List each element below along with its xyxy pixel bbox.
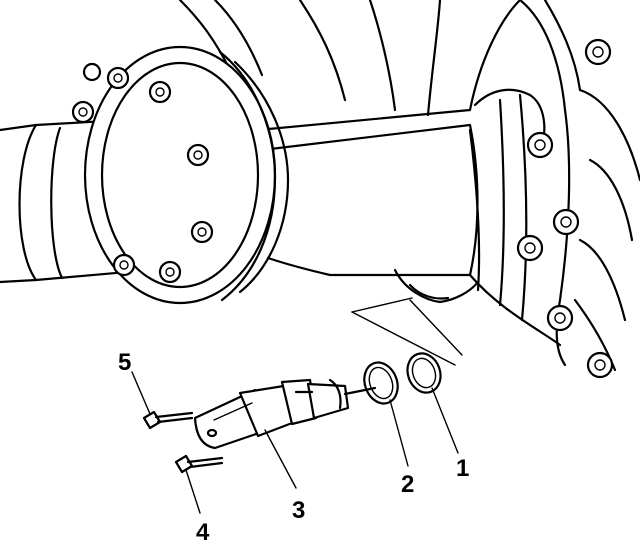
flange-bolt-heads (71, 62, 214, 284)
axle-housing (178, 0, 562, 347)
callout-5: 5 (118, 349, 131, 376)
callout-3: 3 (292, 497, 305, 524)
axle-flange (71, 45, 290, 305)
sensor-bore-guide (351, 297, 463, 366)
carrier-bolt-heads (516, 38, 614, 379)
part-3-speed-sensor (193, 378, 377, 450)
callout-4: 4 (196, 519, 210, 546)
part-2-o-ring (363, 361, 399, 405)
differential-carrier (468, 0, 640, 379)
part-5-bolt (142, 410, 194, 430)
part-4-bolt (174, 454, 224, 474)
callout-1: 1 (456, 455, 469, 482)
callout-2: 2 (401, 471, 414, 498)
leader-lines (131, 371, 459, 514)
part-1-o-ring (406, 352, 442, 394)
